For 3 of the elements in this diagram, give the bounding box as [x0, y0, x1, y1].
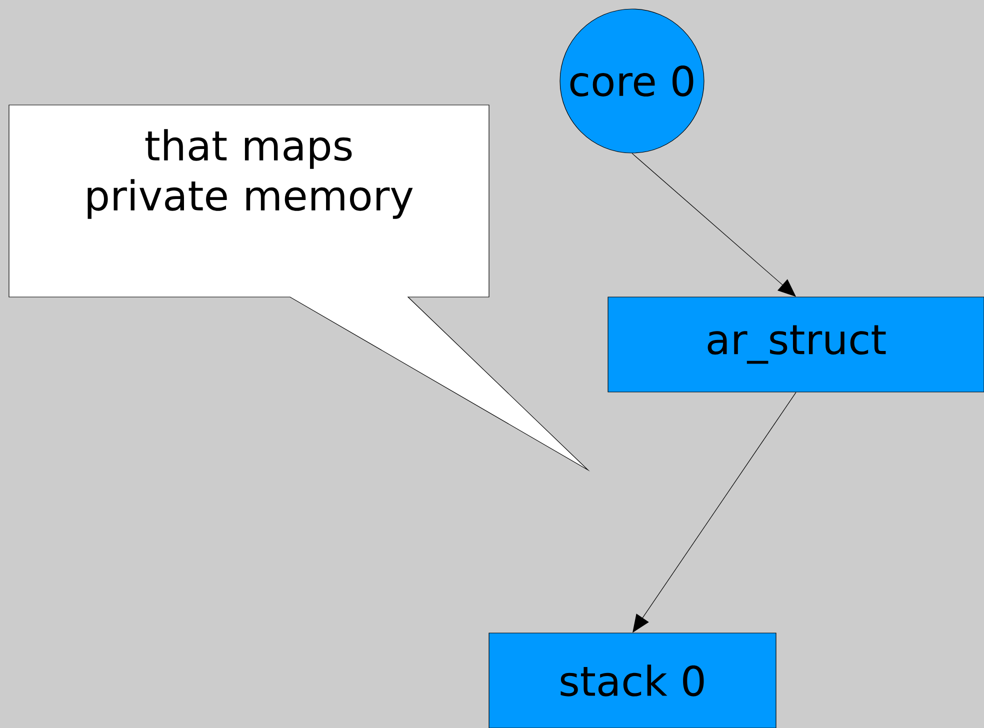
process-box: stack 0 [488, 632, 776, 728]
speech-bubble: that maps private memory [8, 104, 590, 472]
process-box: ar_struct [608, 296, 984, 392]
